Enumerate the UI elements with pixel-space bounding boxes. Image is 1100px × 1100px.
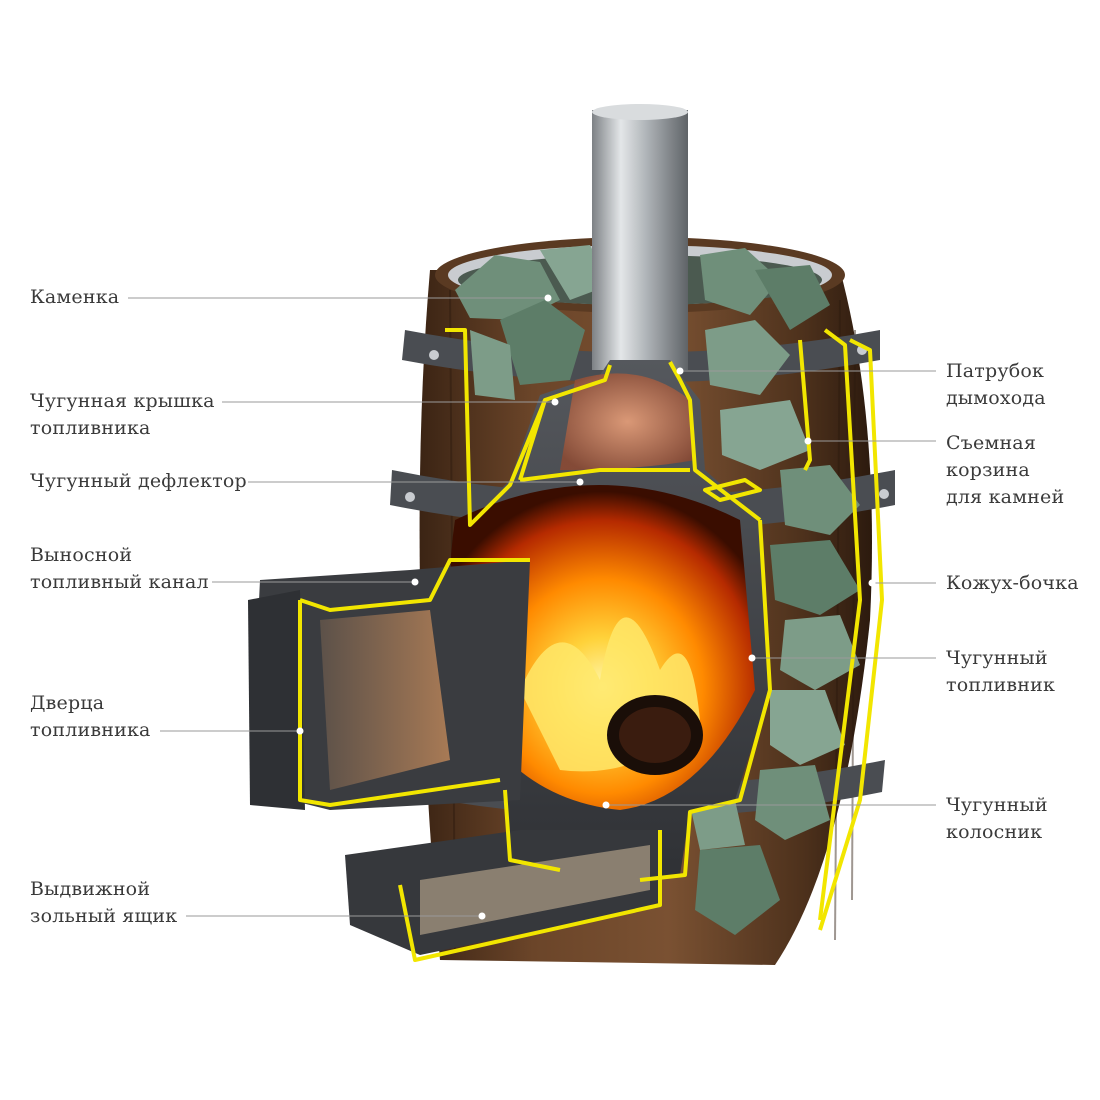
label-channel-line-1: Выносной [30, 544, 133, 566]
label-grate: Чугунный колосник [946, 792, 1048, 846]
label-basket-line-3: для камней [946, 486, 1065, 508]
label-firebox-line-2: топливник [946, 674, 1056, 696]
label-door-line-2: топливника [30, 719, 151, 741]
label-lid-line-1: Чугунная крышка [30, 390, 215, 412]
label-ashbox-line-1: Выдвижной [30, 878, 151, 900]
label-barrel-line: Кожух-бочка [946, 572, 1079, 594]
label-chimney-line-1: Патрубок [946, 360, 1045, 382]
label-ashbox-line-2: зольный ящик [30, 905, 178, 927]
label-stones: Каменка [30, 284, 119, 311]
label-grate-line-2: колосник [946, 821, 1043, 843]
label-lid-line-2: топливника [30, 417, 151, 439]
label-chimney-line-2: дымохода [946, 387, 1046, 409]
fuel-channel [248, 560, 530, 810]
ash-box [345, 830, 660, 955]
label-basket: Съемная корзина для камней [946, 430, 1064, 511]
label-ashbox: Выдвижной зольный ящик [30, 876, 177, 930]
label-firebox-line-1: Чугунный [946, 647, 1048, 669]
label-firebox: Чугунный топливник [946, 645, 1055, 699]
label-deflector: Чугунный дефлектор [30, 468, 247, 495]
stones [455, 245, 860, 935]
label-channel-line-2: топливный канал [30, 571, 209, 593]
label-stones-line: Каменка [30, 286, 120, 308]
label-channel: Выносной топливный канал [30, 542, 209, 596]
label-barrel: Кожух-бочка [946, 570, 1079, 597]
cutaway-outline [298, 328, 884, 962]
label-door: Дверца топливника [30, 690, 151, 744]
label-grate-line-1: Чугунный [946, 794, 1048, 816]
label-door-line-1: Дверца [30, 692, 105, 714]
chimney-pipe [592, 104, 688, 370]
leader-lines [128, 294, 936, 920]
label-basket-line-2: корзина [946, 459, 1030, 481]
label-basket-line-1: Съемная [946, 432, 1037, 454]
label-chimney: Патрубок дымохода [946, 358, 1046, 412]
label-lid: Чугунная крышка топливника [30, 388, 215, 442]
label-deflector-line: Чугунный дефлектор [30, 470, 247, 492]
